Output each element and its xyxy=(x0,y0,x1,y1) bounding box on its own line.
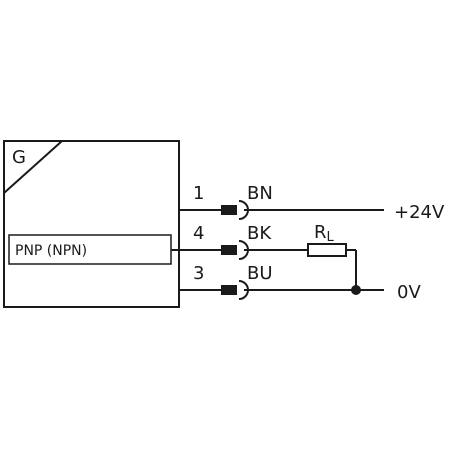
sensor-corner-divider xyxy=(3,140,63,194)
pin-number-3: 3 xyxy=(193,263,204,284)
connector-pin-4 xyxy=(221,245,237,255)
connector-pin-1 xyxy=(221,205,237,215)
pin-number-1: 1 xyxy=(193,183,204,204)
supply-positive-label: +24V xyxy=(394,202,445,223)
connector-pin-3 xyxy=(221,285,237,295)
load-label: RL xyxy=(314,222,335,245)
output-type-label: PNP (NPN) xyxy=(15,243,87,259)
sensor-label: G xyxy=(12,147,26,168)
supply-ground-label: 0V xyxy=(397,282,421,303)
wire-pin-3: 3 BU 0V xyxy=(179,263,421,303)
sensor-housing: G xyxy=(3,140,180,308)
wire-color-1: BN xyxy=(247,183,273,204)
wire-color-3: BU xyxy=(247,263,273,284)
wire-pin-1: 1 BN +24V xyxy=(179,183,445,223)
wire-pin-4: 4 BK RL xyxy=(171,222,357,290)
junction-dot xyxy=(351,285,361,295)
pin-number-4: 4 xyxy=(193,223,204,244)
load-resistor xyxy=(307,243,347,257)
sensor-box xyxy=(3,140,180,308)
wire-color-4: BK xyxy=(247,223,272,244)
output-type-box: PNP (NPN) xyxy=(8,234,172,265)
